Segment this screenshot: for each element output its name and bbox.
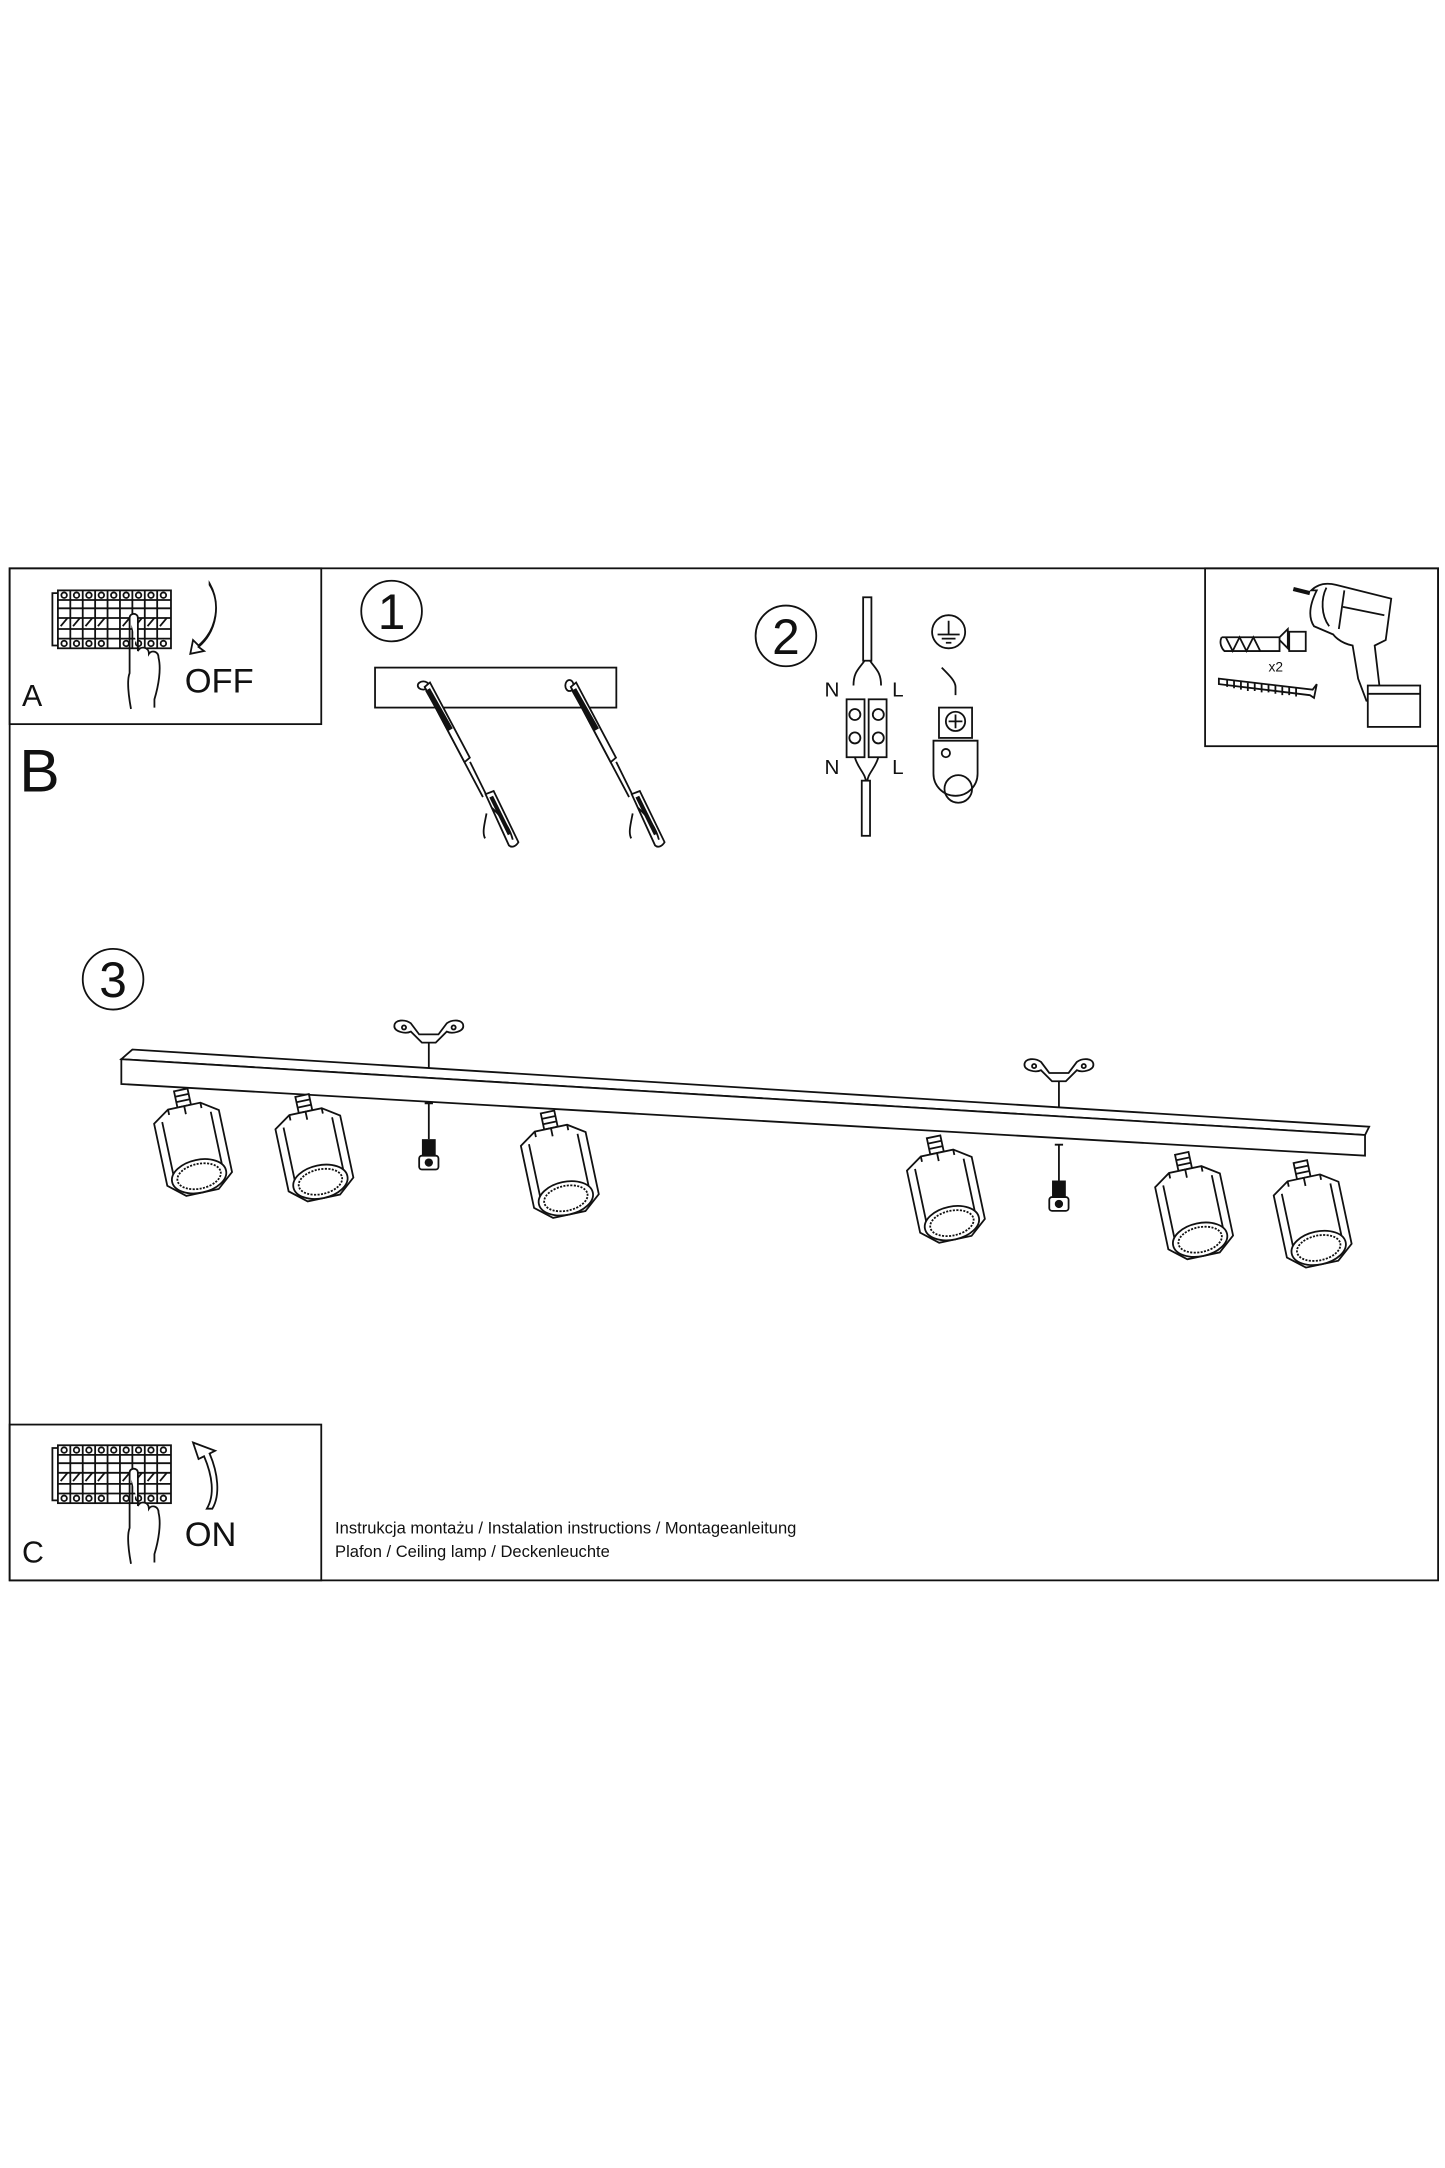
screw-icon bbox=[1217, 677, 1318, 700]
footer-subtitle: Plafon / Ceiling lamp / Deckenleuchte bbox=[335, 1542, 610, 1561]
terminal-block-icon bbox=[845, 596, 888, 837]
tools-panel: x2 bbox=[1204, 567, 1440, 748]
step-3-number: 3 bbox=[99, 952, 127, 1008]
lamp-rail bbox=[119, 1048, 1371, 1157]
step-1: 1 bbox=[360, 579, 665, 851]
spotlight bbox=[1148, 1145, 1237, 1264]
panel-a: A OFF bbox=[8, 567, 323, 726]
step-2: 2 N L N L bbox=[754, 596, 979, 837]
arrow-up-icon bbox=[191, 1440, 219, 1510]
mounting-bolt-icon bbox=[1048, 1143, 1070, 1212]
on-label: ON bbox=[185, 1516, 237, 1554]
wire-n-bottom: N bbox=[825, 756, 840, 779]
wire-n-top: N bbox=[825, 679, 840, 702]
breaker-hand-icon bbox=[51, 1444, 172, 1565]
step-2-number: 2 bbox=[772, 609, 800, 665]
ground-symbol-icon bbox=[931, 614, 967, 650]
wire-l-top: L bbox=[892, 679, 903, 702]
spotlight bbox=[1267, 1153, 1356, 1272]
outer-frame bbox=[8, 567, 1440, 1582]
drill-icon bbox=[1292, 582, 1422, 728]
spotlight bbox=[268, 1087, 358, 1206]
panel-c: C ON bbox=[8, 1423, 323, 1582]
footer-title: Instrukcja montażu / Instalation instruc… bbox=[335, 1518, 796, 1537]
wire-l-bottom: L bbox=[892, 756, 903, 779]
off-label: OFF bbox=[185, 662, 254, 700]
breaker-hand-icon bbox=[51, 589, 172, 710]
step-1-number: 1 bbox=[378, 584, 406, 640]
spotlight bbox=[514, 1104, 603, 1223]
quantity-label: x2 bbox=[1269, 660, 1284, 675]
panel-a-letter: A bbox=[22, 680, 43, 713]
panel-c-letter: C bbox=[22, 1536, 44, 1569]
arrow-down-icon bbox=[189, 580, 217, 655]
spotlight bbox=[147, 1082, 236, 1201]
spotlight bbox=[900, 1129, 989, 1248]
panel-b-letter: B bbox=[19, 737, 59, 805]
mounting-bolt-icon bbox=[418, 1102, 440, 1171]
screw-anchor-icon bbox=[571, 678, 665, 851]
wall-plug-icon bbox=[1219, 626, 1307, 654]
ground-terminal-icon bbox=[932, 706, 979, 804]
step-3: 3 bbox=[81, 947, 1371, 1272]
